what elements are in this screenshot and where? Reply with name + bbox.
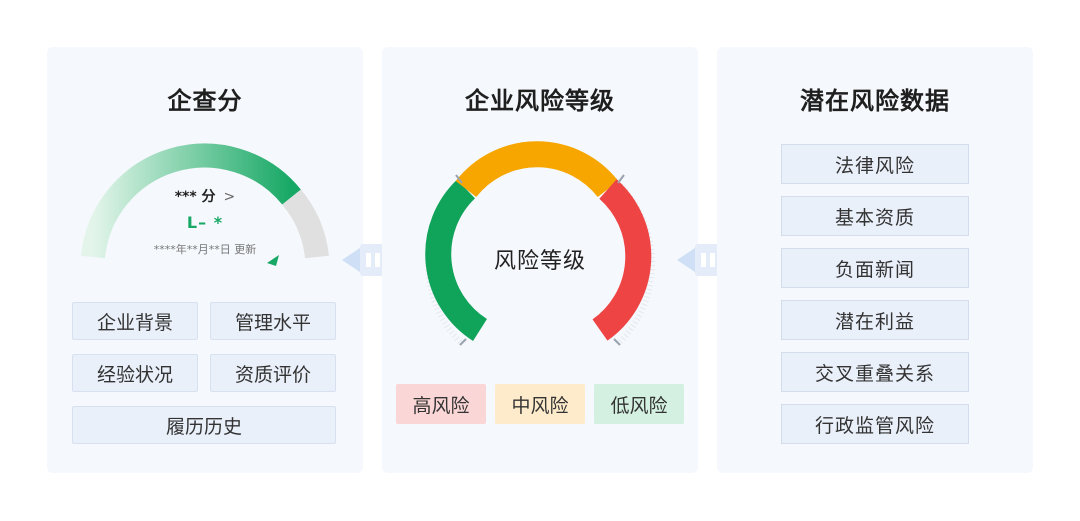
tag-company-background[interactable]: 企业背景 (72, 302, 198, 340)
item-potential-interest[interactable]: 潜在利益 (781, 300, 969, 340)
item-negative-news[interactable]: 负面新闻 (781, 248, 969, 288)
risk-segment-low (425, 179, 488, 341)
tag-experience[interactable]: 经验状况 (72, 354, 198, 392)
legend-low-risk: 低风险 (594, 384, 684, 424)
score-text: *** 分 (174, 189, 216, 205)
score-pointer-icon (267, 255, 279, 266)
score-value[interactable]: *** 分 > (47, 186, 363, 206)
risk-tick-right (617, 174, 625, 184)
risk-tick-bottom-right (613, 338, 621, 346)
tag-history[interactable]: 履历历史 (72, 406, 336, 444)
score-panel: 企查分 *** 分 > L– * ****年**月**日 更新 企业背景 管理水平… (47, 47, 363, 473)
score-gauge-fill (81, 143, 301, 259)
risk-tick-bottom-left (459, 338, 467, 346)
risk-center-label: 风险等级 (493, 249, 586, 274)
risk-segment-high (592, 179, 652, 341)
potential-risk-title: 潜在风险数据 (800, 87, 950, 115)
tag-management-level[interactable]: 管理水平 (210, 302, 336, 340)
score-panel-title: 企查分 (167, 87, 243, 115)
risk-segment-mid (455, 141, 619, 198)
item-legal-risk[interactable]: 法律风险 (781, 144, 969, 184)
item-regulatory-risk[interactable]: 行政监管风险 (781, 404, 969, 444)
risk-gauge (425, 141, 655, 346)
item-basic-qualification[interactable]: 基本资质 (781, 196, 969, 236)
risk-level-panel: 企业风险等级 风险等级 高风险 中风险 低风险 (382, 47, 698, 473)
risk-tick-left (455, 174, 463, 184)
legend-mid-risk: 中风险 (495, 384, 585, 424)
update-date: ****年**月**日 更新 (153, 243, 257, 256)
score-gauge-remaining (282, 189, 329, 259)
chevron-right-icon: > (223, 189, 236, 205)
legend-high-risk: 高风险 (396, 384, 486, 424)
item-cross-relationship[interactable]: 交叉重叠关系 (781, 352, 969, 392)
potential-risk-panel: 潜在风险数据 法律风险 基本资质 负面新闻 潜在利益 交叉重叠关系 行政监管风险 (717, 47, 1033, 473)
score-level: L– * (186, 213, 224, 232)
tag-qualification[interactable]: 资质评价 (210, 354, 336, 392)
score-gauge (81, 143, 329, 266)
risk-level-title: 企业风险等级 (465, 87, 615, 115)
